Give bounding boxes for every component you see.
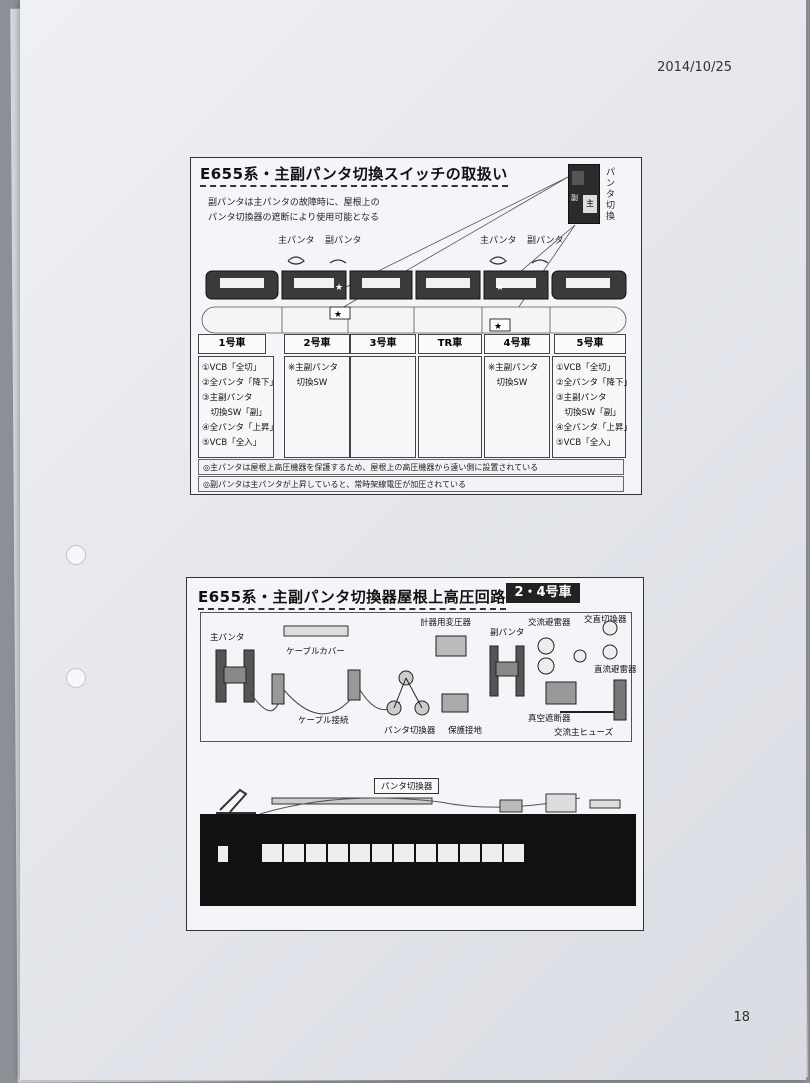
ac-dc-switch-icon [573,620,618,663]
binder-hole-top [66,545,86,565]
car-header-4: 4号車 [484,334,550,354]
switch-location-4 [489,318,511,332]
panel1-intro-2: パンタ切換器の遮断により使用可能となる [208,213,380,223]
label-main-panta-a: 主パンタ [278,236,315,246]
switch-box-icon: 主 副 [568,164,600,224]
switch-callout: パンタ切換 [606,168,616,222]
label-main-panta: 主パンタ [210,633,245,643]
protective-ground-icon [441,693,469,713]
ac-main-fuse-icon [613,679,627,721]
insulator-1 [271,673,285,705]
panel1-title: E655系・主副パンタ切換スイッチの取扱い [200,163,508,187]
page-date: 2014/10/25 [657,60,732,75]
car-header-5: 5号車 [554,334,626,354]
label-ac-arrester: 交流避雷器 [528,618,571,628]
label-vacuum-breaker: 真空遮断器 [528,714,571,724]
main-panta-icon [215,649,255,703]
svg-text:★: ★ [334,310,342,320]
label-ac-dc-switch: 交直切換器 [584,615,627,625]
car-header-3: 3号車 [350,334,416,354]
label-sub-panta-b: 副パンタ [527,236,564,246]
car-badge: 2・4号車 [506,583,580,603]
label-ac-main-fuse: 交流主ヒューズ [554,728,614,738]
sub-panta-icon [489,645,525,697]
side-callout-panta-switch: パンタ切換器 [374,778,440,794]
panta-switch-icon [386,670,430,716]
panel1-intro-1: 副パンタは主パンタの故障時に、屋根上の [208,198,380,208]
label-cable-cover: ケーブルカバー [286,647,345,657]
pantograph-4a [489,256,507,265]
train-diagram: ★ ★ ★ ★ [201,176,627,334]
label-cable-connection: ケーブル接続 [298,716,349,726]
svg-text:★: ★ [494,322,502,332]
car5-procedure: ①VCB「全切」②全パンタ「降下」③主副パンタ 切換SW「副」④全パンタ「上昇」… [552,356,632,458]
side-pantograph-icon [219,788,248,813]
pantograph-2b [329,259,347,264]
switch-location-2 [329,306,351,320]
car-header-2: 2号車 [284,334,350,354]
instrument-transformer-icon [435,635,467,657]
label-main-panta-b: 主パンタ [480,236,517,246]
car1-procedure: ①VCB「全切」②全パンタ「降下」③主副パンタ 切換SW「副」④全パンタ「上昇」… [198,356,278,458]
car2-procedure: ※主副パンタ 切換SW [284,356,350,458]
label-panta-switch: パンタ切換器 [384,726,436,736]
label-protective-ground: 保護接地 [448,726,483,736]
panel2-title: E655系・主副パンタ切換器屋根上高圧回路 [198,586,506,610]
car-header-tr: TR車 [418,334,482,354]
label-instrument-transformer: 計器用変圧器 [420,618,472,628]
vacuum-breaker-icon [545,681,577,705]
insulator-2 [347,669,361,701]
equipment-diagram-frame [200,612,632,742]
label-dc-arrester: 直流避雷器 [594,665,637,675]
pantograph-2a [287,256,305,265]
label-sub-panta-a: 副パンタ [325,236,362,246]
label-sub-panta: 副パンタ [490,628,525,638]
svg-text:★: ★ [335,283,343,293]
car4-procedure: ※主副パンタ 切換SW [484,356,550,458]
car3-procedure [350,356,416,458]
ac-arrester-icon [537,637,555,675]
pantograph-4b [531,259,549,264]
car-side-view [200,788,636,906]
equipment-drawing [215,620,627,721]
note-sub-panta: ◎副パンタは主パンタが上昇していると、常時架線電圧が加圧されている [198,476,624,492]
cartr-procedure [418,356,482,458]
svg-text:★: ★ [496,283,504,293]
binder-hole-bottom [66,668,86,688]
cable-cover-icon [283,625,349,637]
note-main-panta: ◎主パンタは屋根上高圧機器を保護するため、屋根上の高圧機器から遠い側に設置されて… [198,459,624,475]
page-number: 18 [733,1010,750,1025]
car-header-1: 1号車 [198,334,266,354]
